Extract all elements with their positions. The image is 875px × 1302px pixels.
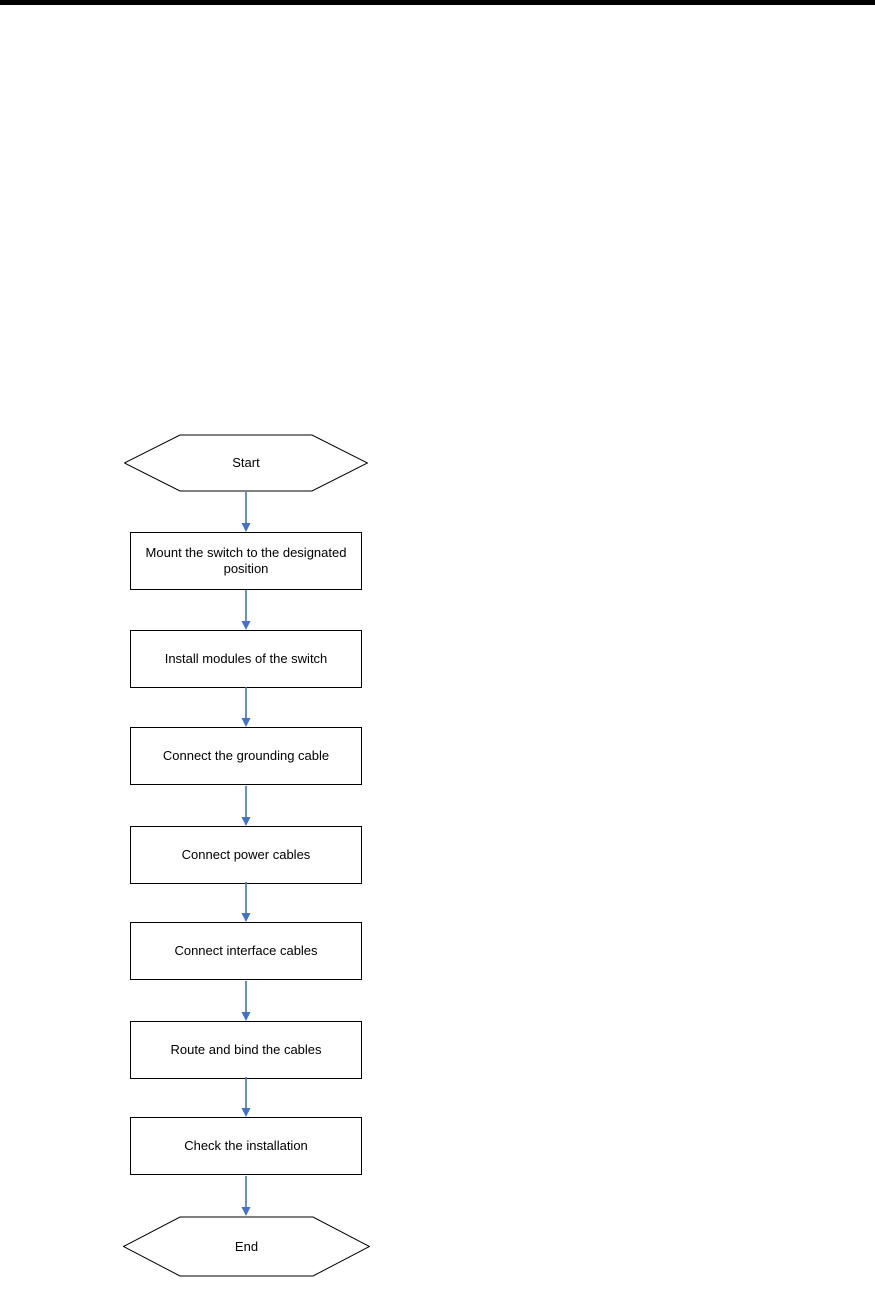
flow-node-label: Connect power cables <box>181 847 311 862</box>
flow-node-end: End <box>123 1216 370 1277</box>
flow-node-label: Connect interface cables <box>174 943 318 958</box>
flow-node-install-modules: Install modules of the switch <box>130 630 362 688</box>
flow-node-label: Route and bind the cables <box>170 1042 322 1057</box>
flow-node-label: Start <box>232 455 260 470</box>
arrow-down-icon <box>241 981 251 1021</box>
flow-node-start: Start <box>124 434 368 492</box>
flow-node-label: Connect the grounding cable <box>162 748 330 763</box>
flow-node-label: Mount the switch to the designated posit… <box>145 545 347 576</box>
flow-node-label: End <box>234 1238 259 1254</box>
flow-node-check-installation: Check the installation <box>130 1117 362 1175</box>
hexagon-shape <box>123 1216 370 1277</box>
flow-node-connect-interface-cables: Connect interface cables <box>130 922 362 980</box>
arrow-down-icon <box>241 882 251 922</box>
arrow-down-icon <box>241 1077 251 1117</box>
flow-node-mount-switch: Mount the switch to the designated posit… <box>130 532 362 590</box>
arrow-down-icon <box>241 687 251 727</box>
flow-node-route-and-bind-cables: Route and bind the cables <box>130 1021 362 1079</box>
arrow-down-icon <box>241 1176 251 1216</box>
hexagon-shape <box>124 434 368 492</box>
page-top-rule <box>0 0 875 5</box>
flow-node-connect-power-cables: Connect power cables <box>130 826 362 884</box>
flow-node-label: Install modules of the switch <box>164 651 328 666</box>
arrow-down-icon <box>241 786 251 826</box>
arrow-down-icon <box>241 590 251 630</box>
flow-node-connect-grounding-cable: Connect the grounding cable <box>130 727 362 785</box>
flow-node-label: Check the installation <box>184 1138 308 1153</box>
arrow-down-icon <box>241 492 251 532</box>
